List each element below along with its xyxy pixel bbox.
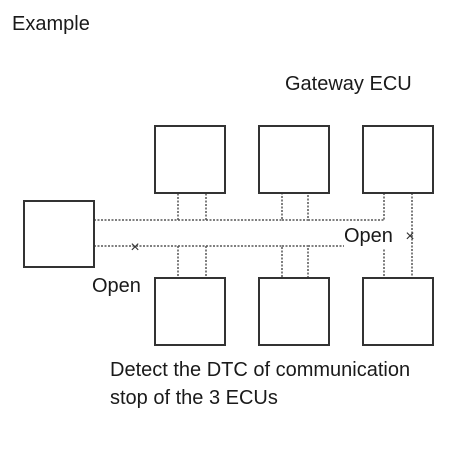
- ecu-top-2-box: [258, 125, 330, 194]
- ecu-left-box: [23, 200, 95, 268]
- caption-line-2: stop of the 3 ECUs: [110, 387, 278, 409]
- ecu-bottom-3-box: [362, 277, 434, 346]
- gateway-branch-lines: [383, 193, 413, 278]
- open-label-right: Open: [344, 224, 393, 248]
- open-mark-left: ×: [130, 239, 139, 256]
- lower-bus-line: [94, 245, 384, 278]
- upper-bus-line: [94, 193, 384, 221]
- open-label-left: Open: [92, 274, 141, 298]
- gateway-ecu-box: [362, 125, 434, 194]
- open-mark-right: ×: [405, 228, 414, 245]
- ecu-bottom-2-box: [258, 277, 330, 346]
- ecu-bottom-1-box: [154, 277, 226, 346]
- caption-line-1: Detect the DTC of communication: [110, 359, 411, 381]
- gateway-ecu-label: Gateway ECU: [285, 73, 412, 95]
- example-heading: Example: [12, 13, 90, 35]
- ecu-top-1-box: [154, 125, 226, 194]
